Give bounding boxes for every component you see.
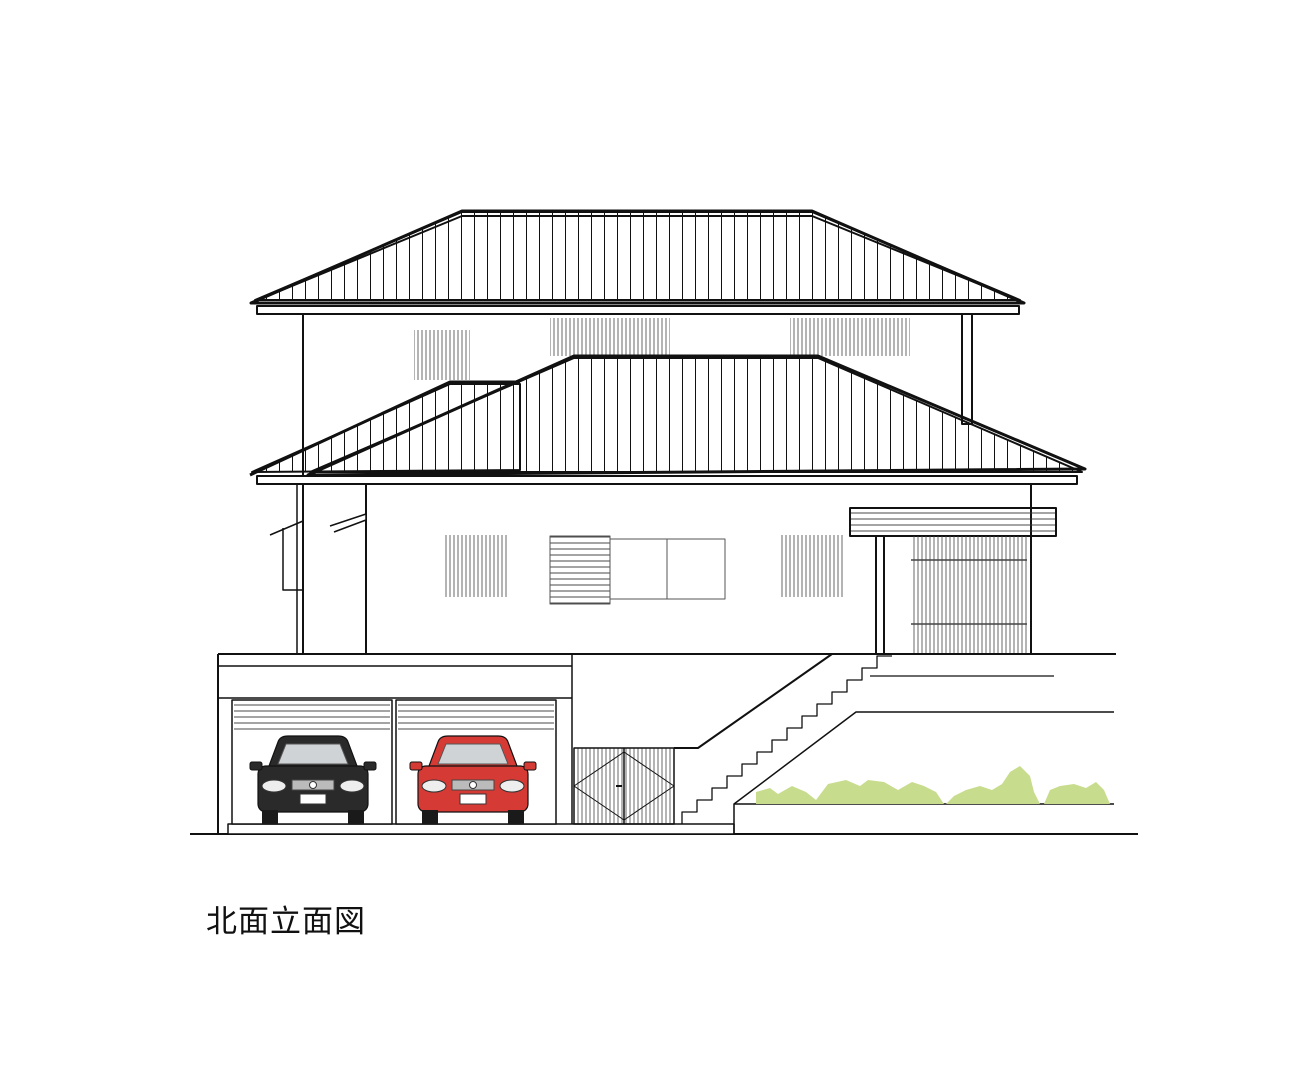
garden-gate — [573, 747, 675, 825]
approach-stairs — [674, 653, 1114, 834]
shrub — [1044, 782, 1110, 804]
lattice-window — [550, 318, 670, 356]
upper-roof-edge — [249, 209, 1026, 305]
headlight — [261, 779, 287, 793]
tire — [422, 810, 438, 824]
first-floor-wall — [269, 484, 1032, 654]
upper-roof-face — [254, 211, 1021, 301]
downpipe-bracket — [269, 520, 304, 591]
license-plate — [299, 793, 327, 805]
headlight — [339, 779, 365, 793]
license-plate — [459, 793, 487, 805]
second-floor-wall — [302, 313, 973, 480]
main-lower-roof-edge — [306, 354, 1087, 477]
tire — [508, 810, 524, 824]
corner-post — [961, 313, 973, 425]
drawing-title: 北面立面図 — [206, 904, 366, 940]
windshield — [277, 743, 349, 765]
stair-wall-top — [674, 653, 833, 749]
entrance — [849, 507, 1057, 655]
entrance-door — [911, 536, 1027, 654]
entrance-canopy — [849, 507, 1057, 537]
shrub — [756, 780, 944, 804]
emblem — [469, 781, 477, 789]
lattice-window — [444, 535, 508, 597]
lower-roof — [249, 354, 1087, 485]
side-mirror — [363, 761, 377, 771]
lattice-window — [780, 535, 844, 597]
headlight — [499, 779, 525, 793]
garden-terrace — [733, 711, 1114, 834]
emblem — [309, 781, 317, 789]
stair-steps — [681, 655, 892, 824]
shrub-icon — [756, 766, 1110, 804]
upper-roof — [249, 209, 1026, 315]
rolled-shutter — [234, 702, 390, 730]
louvre-panel — [549, 535, 611, 605]
tire — [262, 810, 278, 824]
headlight — [421, 779, 447, 793]
tire — [348, 810, 364, 824]
rolled-shutter — [398, 702, 554, 730]
windshield — [437, 743, 509, 765]
side-mirror — [523, 761, 537, 771]
side-mirror — [409, 761, 423, 771]
canopy-post — [875, 535, 885, 655]
upper-eave-fascia — [256, 305, 1020, 315]
lower-eave-fascia — [256, 475, 1078, 485]
red-car-icon — [409, 735, 537, 824]
carport — [231, 699, 557, 825]
gate-brace — [573, 751, 675, 821]
lattice-window — [414, 330, 470, 380]
side-mirror — [249, 761, 263, 771]
shrub — [946, 766, 1040, 804]
lattice-window — [790, 318, 910, 356]
black-car-icon — [249, 735, 377, 824]
garage-slab — [227, 823, 735, 835]
vent-hood — [329, 513, 367, 533]
